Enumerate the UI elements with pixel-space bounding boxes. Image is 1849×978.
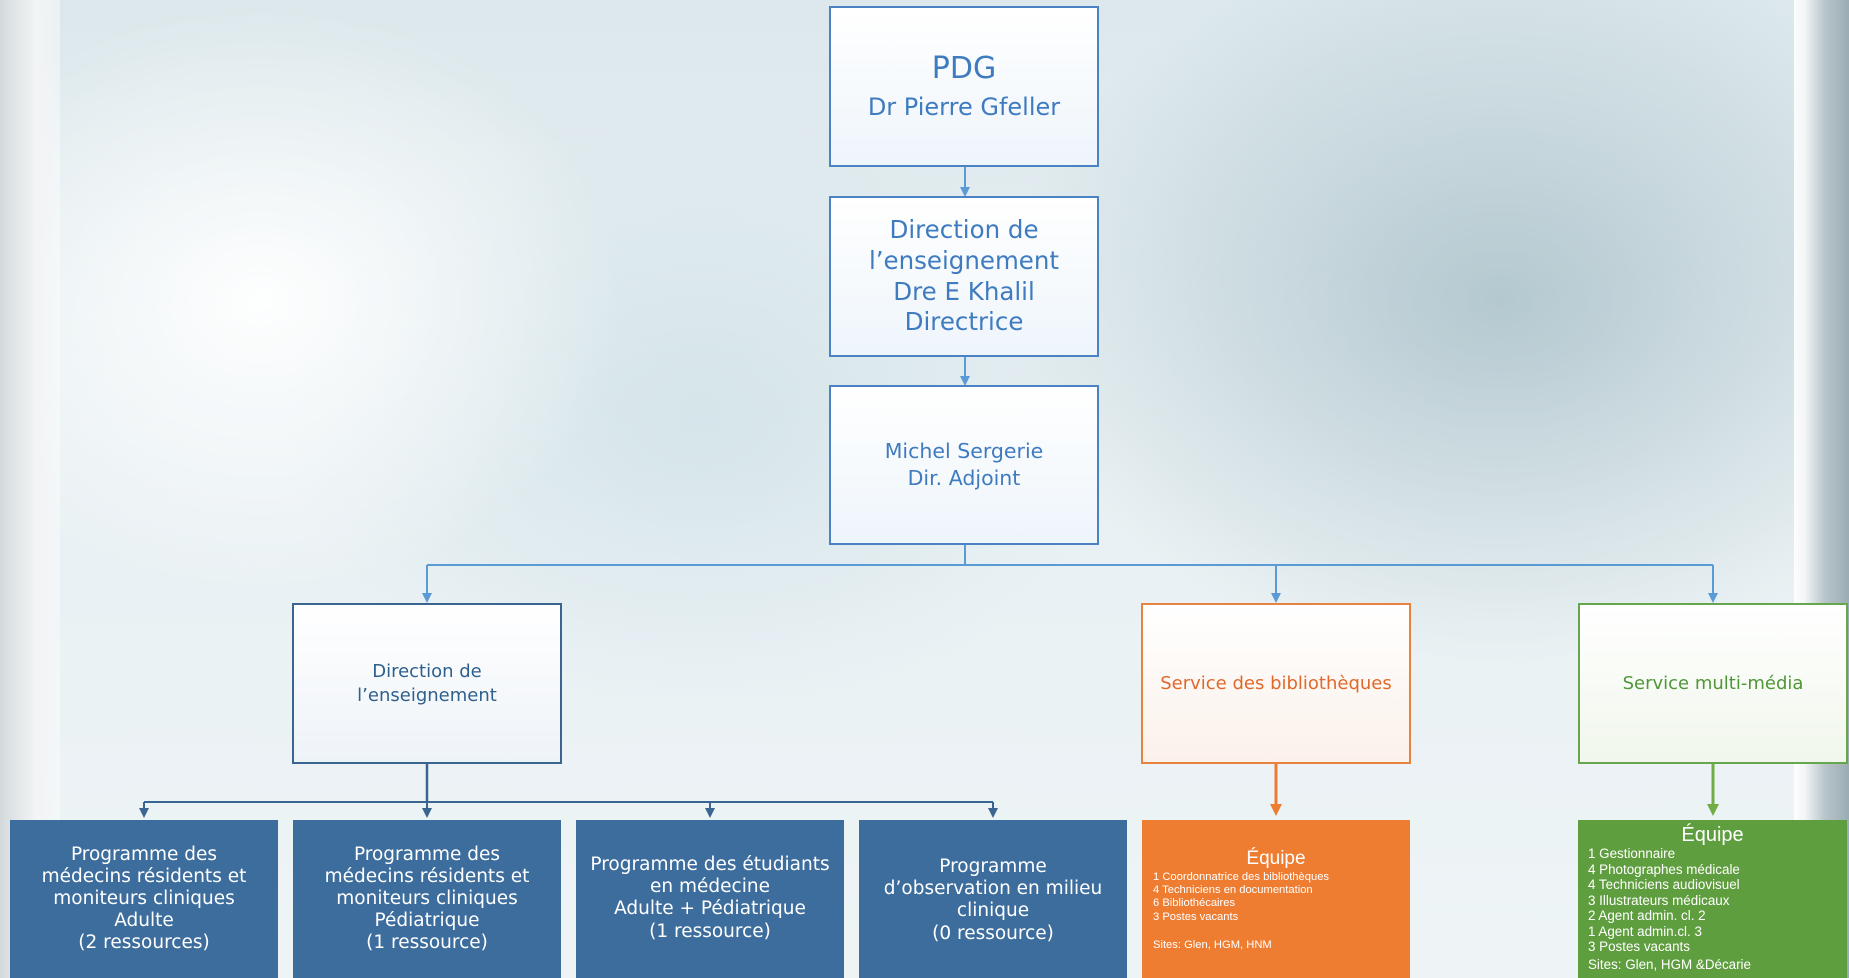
node-adjoint-line: Michel Sergerie — [884, 439, 1044, 464]
program-line: (1 ressource) — [649, 920, 771, 942]
multimedia-team-line: 4 Techniciens audiovisuel — [1588, 877, 1740, 893]
node-pdg: PDG Dr Pierre Gfeller — [829, 6, 1099, 167]
program-line: Adulte — [114, 910, 174, 932]
node-program-clinical-observation: Programme d’observation en milieu cliniq… — [859, 820, 1127, 978]
program-line: Programme — [939, 856, 1047, 877]
node-program-adult-residents: Programme des médecins résidents et moni… — [10, 820, 278, 978]
node-multimedia-team: Équipe 1 Gestionnaire 4 Photographes méd… — [1578, 820, 1847, 978]
libraries-team-line: 4 Techniciens en documentation — [1153, 884, 1313, 897]
libraries-team-sites: Sites: Glen, HGM, HNM — [1153, 938, 1272, 951]
node-program-medical-students: Programme des étudiants en médecine Adul… — [576, 820, 844, 978]
node-pdg-title: PDG — [931, 50, 997, 86]
node-adjoint: Michel Sergerie Dir. Adjoint — [829, 385, 1099, 545]
multimedia-team-line: 2 Agent admin. cl. 2 — [1588, 908, 1706, 924]
node-direction-line: Direction de — [889, 215, 1039, 245]
program-line: Programme des — [353, 843, 501, 865]
node-direction-line: l’enseignement — [868, 245, 1060, 275]
libraries-team-line: 3 Postes vacants — [1153, 910, 1239, 923]
program-line: d’observation en milieu — [883, 878, 1103, 900]
node-libraries-team: Équipe 1 Coordonnatrice des bibliothèque… — [1142, 820, 1410, 978]
program-line: Adulte + Pédiatrique — [614, 898, 806, 920]
background-edge-right — [1794, 0, 1849, 978]
background-edge-left — [0, 0, 60, 978]
node-direction-line: Dre E Khalil — [893, 276, 1035, 306]
program-line: en médecine — [650, 876, 770, 898]
node-direction-line: Directrice — [904, 307, 1024, 337]
libraries-team-line: 6 Bibliothécaires — [1153, 897, 1236, 910]
node-libraries: Service des bibliothèques — [1141, 603, 1411, 764]
program-line: moniteurs cliniques — [53, 887, 235, 909]
program-line: clinique — [956, 900, 1030, 922]
node-sub-direction-line: Direction de — [372, 661, 482, 683]
node-multimedia: Service multi-média — [1578, 603, 1848, 764]
program-line: (2 ressources) — [78, 932, 210, 954]
node-sub-direction-line: l’enseignement — [357, 684, 497, 706]
multimedia-team-line: 1 Agent admin.cl. 3 — [1588, 923, 1702, 939]
node-pdg-name: Dr Pierre Gfeller — [867, 93, 1061, 122]
program-line: Pédiatrique — [374, 910, 480, 932]
node-direction: Direction de l’enseignement Dre E Khalil… — [829, 196, 1099, 357]
multimedia-team-line: 3 Illustrateurs médicaux — [1588, 892, 1730, 908]
node-multimedia-label: Service multi-média — [1622, 672, 1804, 694]
program-line: (1 ressource) — [366, 932, 488, 954]
program-line: Programme des étudiants — [590, 854, 830, 875]
node-program-pediatric-residents: Programme des médecins résidents et moni… — [293, 820, 561, 978]
libraries-team-title: Équipe — [1246, 848, 1306, 869]
program-line: médecins résidents et — [324, 865, 530, 887]
multimedia-team-line: 4 Photographes médicale — [1588, 861, 1740, 877]
libraries-team-line: 1 Coordonnatrice des bibliothèques — [1153, 871, 1330, 883]
program-line: moniteurs cliniques — [336, 887, 518, 909]
multimedia-team-title: Équipe — [1681, 824, 1744, 846]
program-line: Programme des — [70, 843, 218, 865]
node-adjoint-line: Dir. Adjoint — [907, 466, 1021, 490]
node-sub-direction: Direction de l’enseignement — [292, 603, 562, 764]
node-libraries-label: Service des bibliothèques — [1160, 672, 1392, 694]
program-line: (0 ressource) — [932, 922, 1054, 944]
multimedia-team-line: 3 Postes vacants — [1588, 939, 1690, 955]
program-line: médecins résidents et — [41, 865, 247, 887]
multimedia-team-sites: Sites: Glen, HGM &Décarie — [1588, 956, 1751, 972]
multimedia-team-line: 1 Gestionnaire — [1588, 846, 1676, 861]
